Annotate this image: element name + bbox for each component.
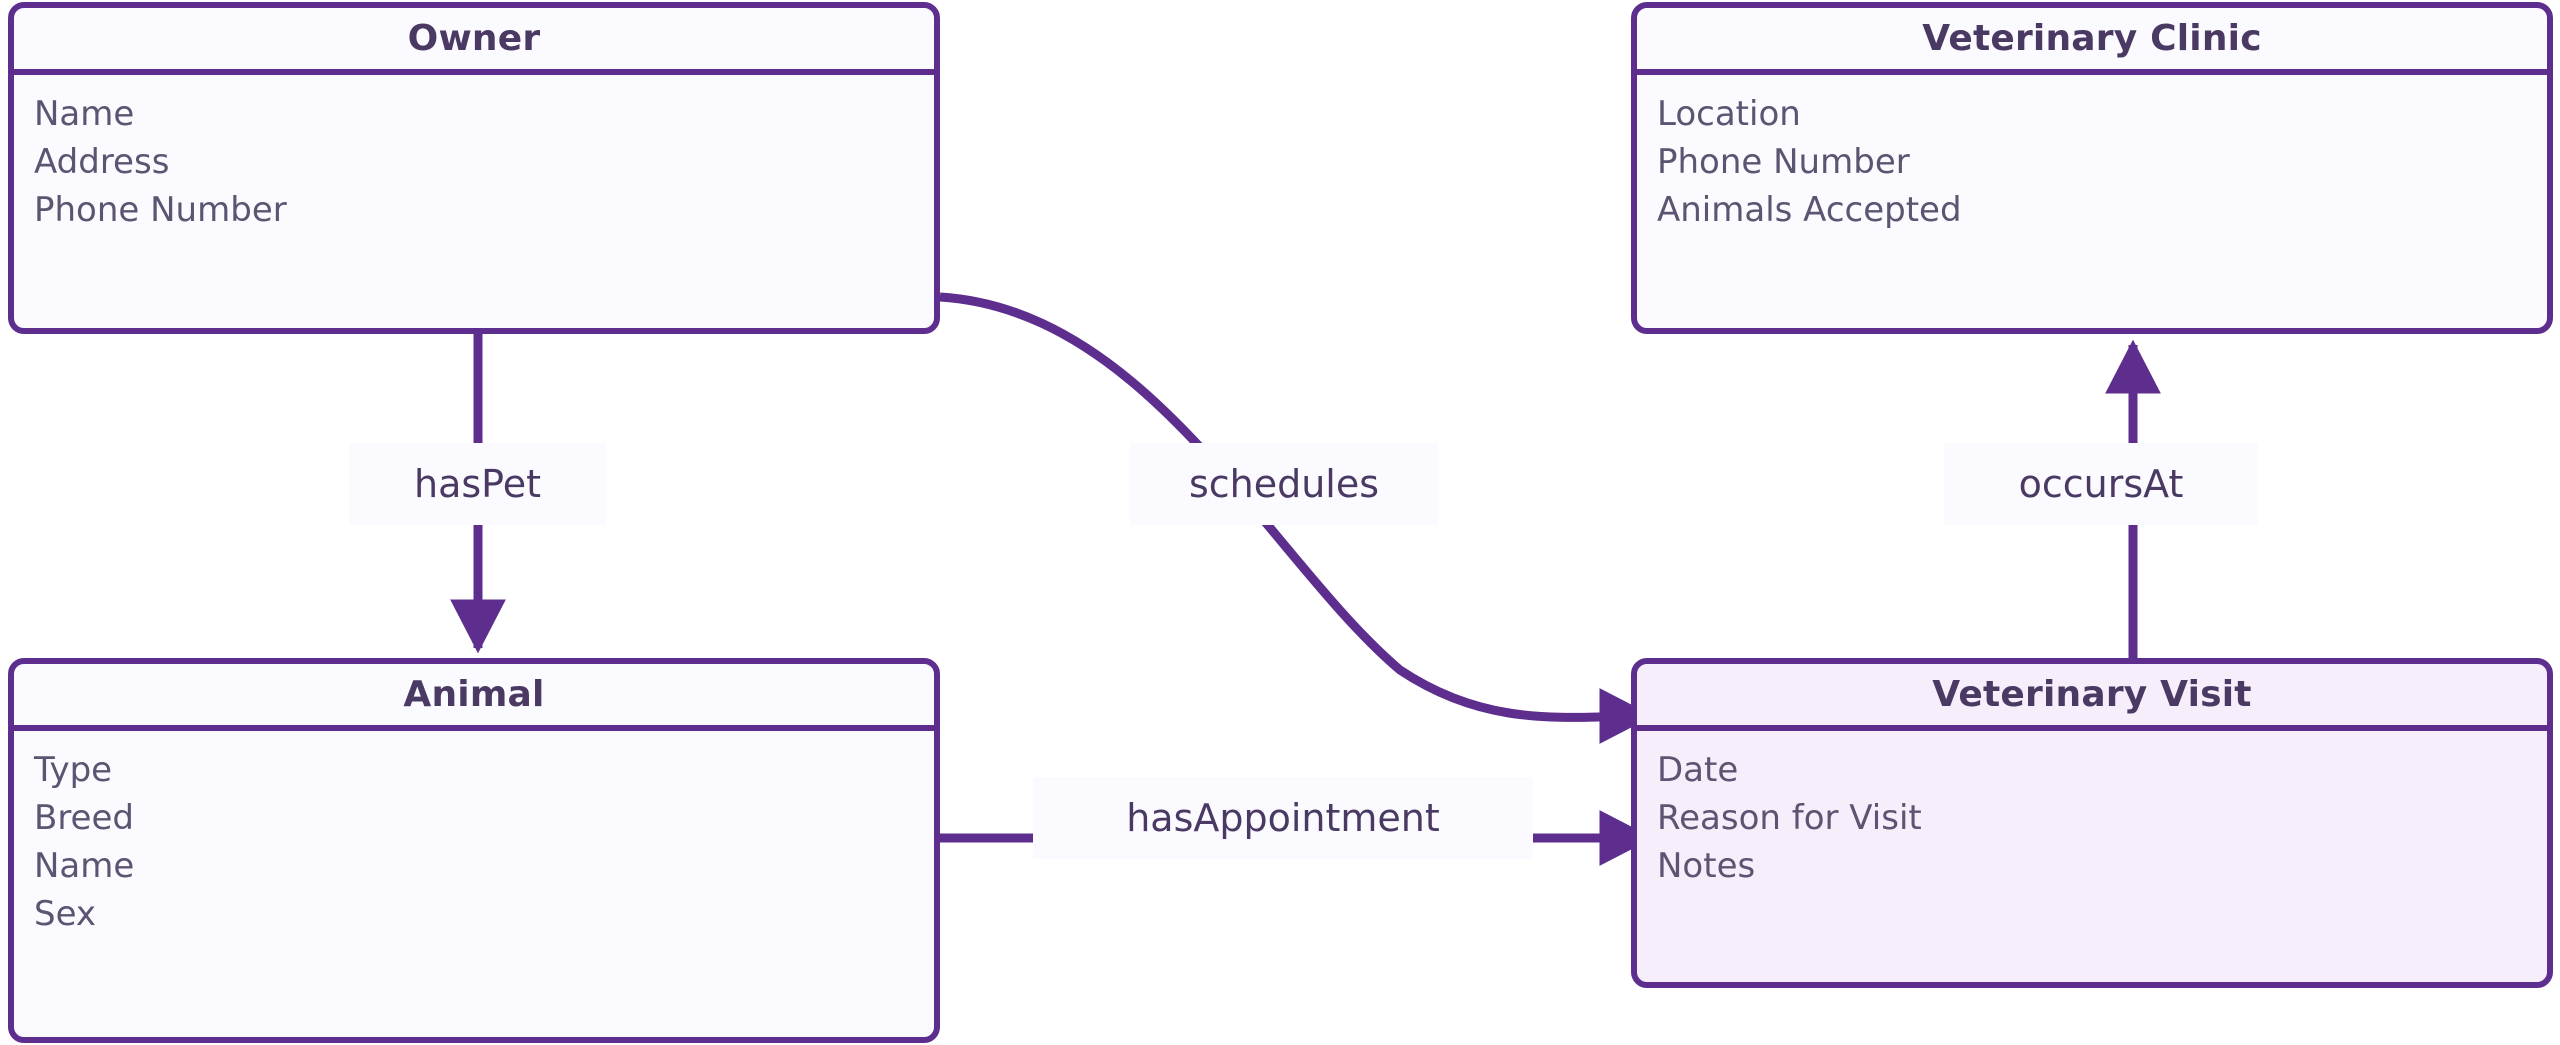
relationship-label-hasappointment[interactable]: hasAppointment — [1033, 777, 1533, 859]
attribute: Animals Accepted — [1657, 190, 1962, 230]
attribute: Name — [34, 94, 135, 134]
attribute: Type — [34, 750, 113, 790]
entity-animal-attributes: Type Breed Name Sex — [14, 731, 934, 1037]
entity-owner[interactable]: Owner Name Address Phone Number — [8, 2, 940, 334]
entity-veterinary-visit-title: Veterinary Visit — [1932, 674, 2252, 715]
attribute: Date — [1657, 750, 1739, 790]
attribute: Breed — [34, 798, 134, 838]
entity-veterinary-visit[interactable]: Veterinary Visit Date Reason for Visit N… — [1631, 658, 2553, 988]
attribute: Name — [34, 846, 135, 886]
entity-owner-attributes: Name Address Phone Number — [14, 75, 934, 328]
relationship-label-occursat[interactable]: occursAt — [1944, 443, 2258, 525]
attribute: Address — [34, 142, 170, 182]
attribute: Phone Number — [34, 190, 287, 230]
entity-veterinary-visit-header: Veterinary Visit — [1637, 664, 2547, 731]
entity-owner-header: Owner — [14, 8, 934, 75]
entity-animal[interactable]: Animal Type Breed Name Sex — [8, 658, 940, 1043]
entity-veterinary-clinic-title: Veterinary Clinic — [1922, 18, 2262, 59]
entity-veterinary-clinic-attributes: Location Phone Number Animals Accepted — [1637, 75, 2547, 328]
entity-veterinary-clinic[interactable]: Veterinary Clinic Location Phone Number … — [1631, 2, 2553, 334]
entity-veterinary-clinic-header: Veterinary Clinic — [1637, 8, 2547, 75]
relationship-label-haspet[interactable]: hasPet — [349, 443, 606, 525]
entity-animal-header: Animal — [14, 664, 934, 731]
relationship-label-schedules[interactable]: schedules — [1130, 443, 1438, 525]
attribute: Phone Number — [1657, 142, 1910, 182]
attribute: Notes — [1657, 846, 1756, 886]
attribute: Reason for Visit — [1657, 798, 1922, 838]
attribute: Location — [1657, 94, 1801, 134]
entity-animal-title: Animal — [403, 674, 545, 715]
entity-veterinary-visit-attributes: Date Reason for Visit Notes — [1637, 731, 2547, 982]
entity-owner-title: Owner — [407, 18, 541, 59]
attribute: Sex — [34, 894, 97, 934]
